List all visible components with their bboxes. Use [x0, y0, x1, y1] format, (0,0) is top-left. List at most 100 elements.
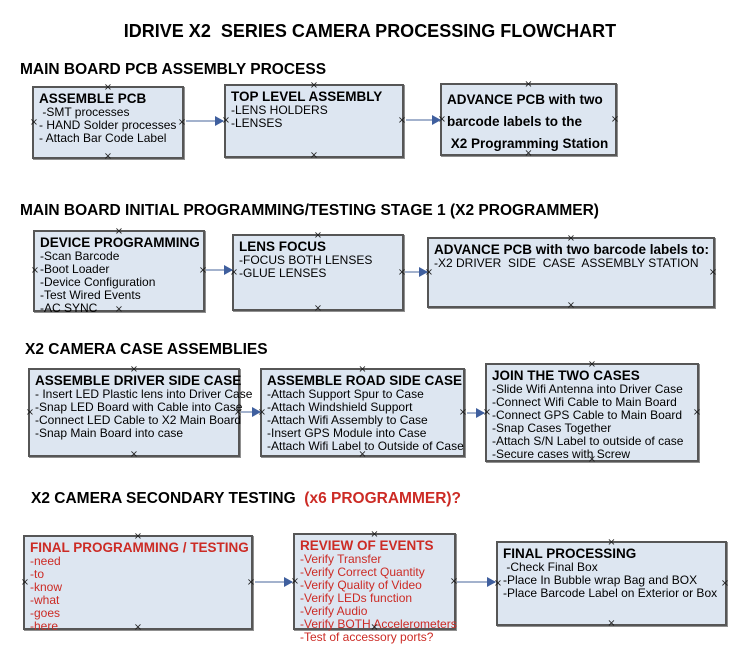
- box-item: -Test Wired Events: [40, 288, 141, 302]
- box-items: - Insert LED Plastic lens into Driver Ca…: [35, 387, 253, 440]
- box-item: -Attach Wifi Assembly to Case: [267, 413, 428, 427]
- connection-point-icon: ×: [20, 576, 30, 588]
- page-title: IDRIVE X2 SERIES CAMERA PROCESSING FLOWC…: [123, 21, 617, 41]
- connection-point-icon: ×: [708, 266, 718, 278]
- box-item: -Place Barcode Label on Exterior or Box: [503, 586, 718, 600]
- box-item: -Scan Barcode: [40, 249, 120, 263]
- connection-point-icon: ×: [29, 116, 39, 128]
- flow-box-advance-pcb-programming-station: ADVANCE PCB with two barcode labels to t…: [438, 79, 620, 158]
- box-item: -LENSES: [231, 116, 283, 130]
- box-item: -AC SYNC: [40, 301, 98, 315]
- box-title: ASSEMBLE DRIVER SIDE CASE: [35, 373, 242, 388]
- box-item: -Check Final Box: [503, 560, 598, 574]
- box-item: -FOCUS BOTH LENSES: [239, 253, 373, 267]
- box-title: ASSEMBLE ROAD SIDE CASE: [267, 373, 463, 388]
- section-header-pcb-assembly: MAIN BOARD PCB ASSEMBLY PROCESS: [20, 61, 326, 79]
- box-item: -Verify BOTH Accelerometers: [300, 617, 457, 631]
- connection-point-icon: ×: [177, 116, 187, 128]
- flow-box-top-level-assembly: TOP LEVEL ASSEMBLY -LENS HOLDERS-LENSES …: [222, 80, 407, 161]
- box-item: -Verify Transfer: [300, 552, 382, 566]
- flow-box-assemble-road-side-case: ASSEMBLE ROAD SIDE CASE -Attach Support …: [258, 364, 468, 459]
- connection-point-icon: ×: [607, 617, 616, 629]
- flow-box-join-the-two-cases: JOIN THE TWO CASES -Slide Wifi Antenna i…: [483, 359, 702, 464]
- box-title: DEVICE PROGRAMMING: [40, 235, 200, 250]
- box-item: -Slide Wifi Antenna into Driver Case: [492, 382, 683, 396]
- box-item: -Connect Wifi Cable to Main Board: [492, 395, 677, 409]
- box-item: -need: [30, 554, 61, 568]
- box-item: -LENS HOLDERS: [231, 103, 328, 117]
- box-title: JOIN THE TWO CASES: [492, 368, 640, 383]
- box-item: -what: [30, 593, 60, 607]
- box-item: - Insert LED Plastic lens into Driver Ca…: [35, 387, 253, 401]
- connection-point-icon: ×: [458, 406, 468, 418]
- flow-box-device-programming: DEVICE PROGRAMMING -Scan Barcode-Boot Lo…: [30, 226, 207, 315]
- box-item: -Snap Cases Together: [492, 421, 612, 435]
- box-items: -LENS HOLDERS-LENSES: [231, 104, 397, 130]
- box-item: -Test of accessory ports?: [300, 630, 434, 644]
- box-title: ASSEMBLE PCB: [39, 91, 147, 106]
- flow-box-final-programming-testing: FINAL PROGRAMMING / TESTING -need-to-kno…: [20, 531, 256, 633]
- box-items: -FOCUS BOTH LENSES-GLUE LENSES: [239, 254, 397, 280]
- section-header-text: MAIN BOARD INITIAL PROGRAMMING/TESTING S…: [20, 202, 599, 219]
- section-header-suffix: (x6 PROGRAMMER)?: [295, 490, 462, 507]
- box-item: -Connect GPS Cable to Main Board: [492, 408, 683, 422]
- box-item: -Verify LEDs function: [300, 591, 413, 605]
- box-item: -Verify Audio: [300, 604, 368, 618]
- box-item: -Snap LED Board with Cable into Case: [35, 400, 243, 414]
- section-header-initial-programming: MAIN BOARD INITIAL PROGRAMMING/TESTING S…: [20, 202, 599, 220]
- box-item: -here: [30, 619, 59, 633]
- connection-point-icon: ×: [103, 150, 113, 162]
- flow-arrow: [255, 577, 293, 587]
- box-item: -Insert GPS Module into Case: [267, 426, 427, 440]
- flow-arrow: [206, 265, 233, 275]
- flow-box-lens-focus: LENS FOCUS -FOCUS BOTH LENSES-GLUE LENSE…: [230, 230, 406, 313]
- flow-box-assemble-pcb: ASSEMBLE PCB -SMT processes- HAND Solder…: [29, 82, 187, 162]
- box-title: TOP LEVEL ASSEMBLY: [231, 89, 383, 104]
- connection-point-icon: ×: [692, 406, 702, 418]
- box-item: -Attach S/N Label to outside of case: [492, 434, 684, 448]
- connection-point-icon: ×: [25, 406, 35, 418]
- connection-point-icon: ×: [246, 576, 256, 588]
- box-item: -Secure cases with Screw: [492, 447, 631, 461]
- connection-point-icon: ×: [309, 149, 319, 161]
- box-item: -to: [30, 567, 45, 581]
- box-item: -Verify Quality of Video: [300, 578, 422, 592]
- box-item: -X2 DRIVER SIDE CASE ASSEMBLY STATION: [434, 256, 699, 270]
- flow-box-final-processing: FINAL PROCESSING -Check Final Box-Place …: [494, 537, 730, 629]
- flow-box-review-of-events: REVIEW OF EVENTS -Verify Transfer-Verify…: [291, 529, 458, 643]
- section-header-text: MAIN BOARD PCB ASSEMBLY PROCESS: [20, 61, 327, 78]
- box-item: -Connect LED Cable to X2 Main Board: [35, 413, 242, 427]
- box-items: -X2 DRIVER SIDE CASE ASSEMBLY STATION: [434, 257, 708, 270]
- box-items: -SMT processes- HAND Solder processes- A…: [39, 106, 177, 145]
- box-item: - Attach Bar Code Label: [39, 131, 167, 145]
- box-title: ADVANCE PCB with two barcode labels to t…: [447, 92, 609, 151]
- box-item: -goes: [30, 606, 61, 620]
- box-items: -Scan Barcode-Boot Loader-Device Configu…: [40, 250, 198, 315]
- flow-box-advance-pcb-case-assembly: ADVANCE PCB with two barcode labels to: …: [425, 233, 718, 311]
- box-title: REVIEW OF EVENTS: [300, 538, 434, 553]
- box-item: -know: [30, 580, 63, 594]
- box-item: -GLUE LENSES: [239, 266, 327, 280]
- flow-arrow: [457, 577, 496, 587]
- box-items: -Slide Wifi Antenna into Driver Case-Con…: [492, 383, 692, 461]
- flow-arrow: [405, 267, 428, 277]
- box-items: -Verify Transfer-Verify Correct Quantity…: [300, 552, 457, 644]
- flow-box-assemble-driver-side-case: ASSEMBLE DRIVER SIDE CASE - Insert LED P…: [25, 364, 253, 460]
- section-header-case-assemblies: X2 CAMERA CASE ASSEMBLIES: [25, 341, 268, 359]
- flow-arrow: [406, 115, 441, 125]
- connection-point-icon: ×: [30, 264, 40, 276]
- connection-point-icon: ×: [610, 113, 620, 125]
- connection-point-icon: ×: [397, 114, 407, 126]
- connection-point-icon: ×: [566, 299, 576, 311]
- connection-point-icon: ×: [720, 577, 730, 589]
- flow-arrow: [186, 116, 224, 126]
- box-item: -Snap Main Board into case: [35, 426, 184, 440]
- box-item: -SMT processes: [39, 105, 130, 119]
- connection-point-icon: ×: [129, 448, 139, 460]
- section-header-text: X2 CAMERA SECONDARY TESTING: [31, 490, 296, 507]
- box-title: FINAL PROGRAMMING / TESTING: [30, 540, 249, 555]
- box-title: FINAL PROCESSING: [503, 546, 637, 561]
- box-item: -Device Configuration: [40, 275, 156, 289]
- box-item: -Place In Bubble wrap Bag and BOX: [503, 573, 698, 587]
- section-header-text: X2 CAMERA CASE ASSEMBLIES: [25, 341, 268, 358]
